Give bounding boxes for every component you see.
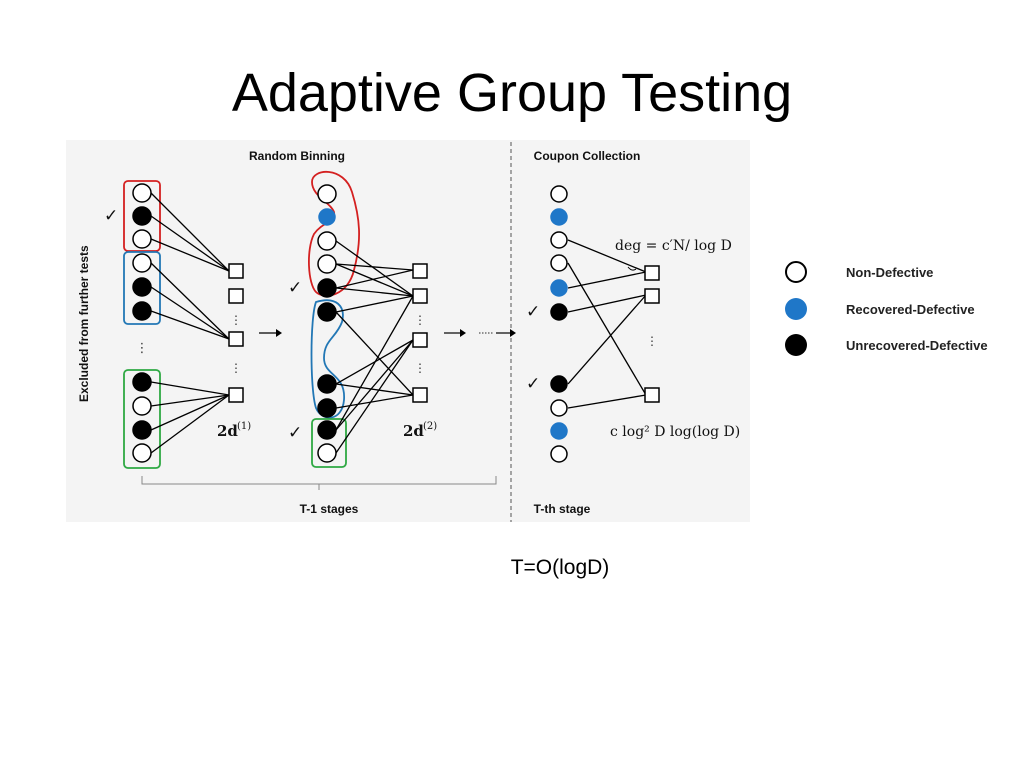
legend-label: Non-Defective <box>846 264 934 280</box>
blue-group-box <box>123 251 161 325</box>
figure-canvas: Random Binning Coupon Collection Exclude… <box>77 142 740 522</box>
stage1-bins-sup: (1) <box>237 421 251 432</box>
stage2-green-group <box>311 418 347 468</box>
check-icon: ✓ <box>104 206 118 225</box>
stage1-items <box>132 183 152 463</box>
stage1-tests-ellipsis: ⋮ <box>230 313 242 327</box>
legend-label: Recovered-Defective <box>846 301 975 317</box>
stage2-tests <box>412 263 428 403</box>
excluded-side-label: Excluded from further tests <box>77 245 91 402</box>
final-stage-edges <box>567 239 647 409</box>
final-stage-items <box>550 185 568 463</box>
stage2-tests-ellipsis: ⋮ <box>414 313 426 327</box>
recovered-defective-icon <box>785 298 807 320</box>
unrecovered-defective-icon <box>785 334 807 356</box>
final-stage-tests <box>644 265 660 403</box>
stage1-tests <box>228 263 244 403</box>
legend-item-non-defective: Non-Defective <box>782 258 933 286</box>
check-icon: ✓ <box>288 278 302 297</box>
non-defective-icon <box>785 261 807 283</box>
legend-item-recovered-defective: Recovered-Defective <box>782 295 975 323</box>
green-group-box <box>123 369 161 469</box>
stage1-tests-ellipsis-2: ⋮ <box>230 361 242 375</box>
stage2-bins-label: 2d <box>403 422 424 440</box>
stage1-edges <box>150 192 230 454</box>
stage2-bins-sup: (2) <box>423 421 437 432</box>
coupon-collection-title: Coupon Collection <box>534 149 641 163</box>
stage2-edges <box>335 240 414 454</box>
final-tests-ellipsis: ⋮ <box>646 334 658 348</box>
arrow-head-1 <box>276 329 282 337</box>
legend: Non-Defective Recovered-Defective Unreco… <box>782 258 1022 368</box>
degree-formula: deg = c′N/ log D <box>615 238 732 254</box>
stage1-bins-label: 2d <box>217 422 238 440</box>
t-minus-1-stages-label: T-1 stages <box>300 502 359 516</box>
check-icon: ✓ <box>526 374 540 393</box>
red-group-box <box>123 180 161 252</box>
t-minus-1-bracket <box>141 476 497 485</box>
complexity-note: T=O(logD) <box>510 556 610 579</box>
stage1-items-ellipsis: ⋮ <box>136 340 149 355</box>
tests-count-formula: c log² D log(log D) <box>610 424 740 440</box>
check-icon: ✓ <box>288 423 302 442</box>
random-binning-title: Random Binning <box>249 149 345 163</box>
check-icon: ✓ <box>526 302 540 321</box>
stage2-tests-ellipsis-2: ⋮ <box>414 361 426 375</box>
legend-item-unrecovered-defective: Unrecovered-Defective <box>782 331 988 359</box>
legend-label: Unrecovered-Defective <box>846 337 988 353</box>
adaptive-group-testing-figure: Random Binning Coupon Collection Exclude… <box>66 140 750 522</box>
degree-arc <box>627 266 637 271</box>
arrow-head-2 <box>460 329 466 337</box>
slide-title: Adaptive Group Testing <box>231 63 793 123</box>
stage2-items <box>317 184 337 463</box>
arrow-head-3 <box>510 329 516 337</box>
t-th-stage-label: T-th stage <box>534 502 591 516</box>
